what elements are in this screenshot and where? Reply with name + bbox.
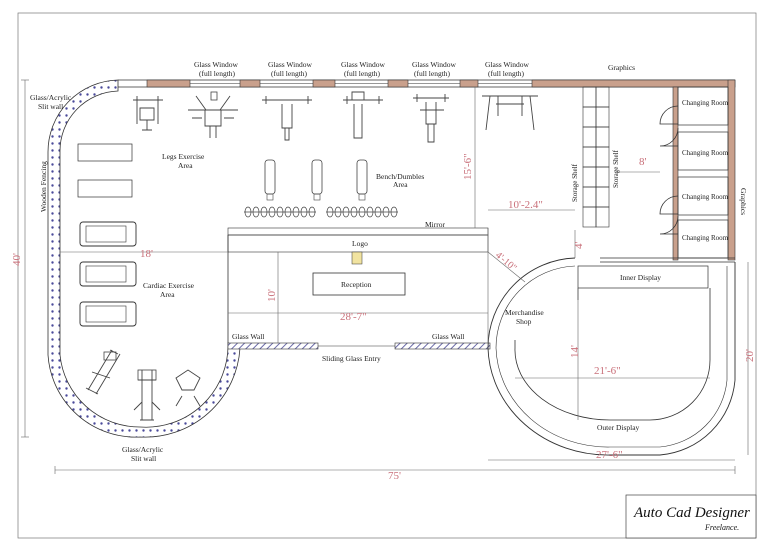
changing-room-label-3: Changing Room <box>682 193 729 201</box>
glass-wall-right <box>394 342 491 350</box>
graphics-label-top: Graphics <box>608 63 635 72</box>
glass-window-label-2: Glass Window <box>268 60 313 69</box>
glass-window-label-1: Glass Window <box>194 60 239 69</box>
logo-label: Logo <box>352 239 368 248</box>
brand-subtitle: Freelance. <box>704 523 739 532</box>
floor-mat-2 <box>77 179 133 198</box>
dim-reception-height: 10' <box>266 289 278 302</box>
graphics-label-right: Graphics <box>739 188 748 215</box>
brand-title: Auto Cad Designer <box>633 505 750 521</box>
sheet-border <box>17 12 757 539</box>
dim-shelf-width: 10'-2.4" <box>508 199 543 211</box>
glass-wall-label-left: Glass Wall <box>232 332 264 341</box>
outer-display-label: Outer Display <box>597 423 640 432</box>
legs-area-sub: Area <box>178 161 193 170</box>
mirror-band <box>227 227 489 236</box>
dim-diagonal: 4'-10" <box>493 250 519 274</box>
storage-shelves <box>582 86 610 228</box>
dim-width-total: 75' <box>388 470 401 482</box>
inner-display-label: Inner Display <box>620 273 661 282</box>
dim-changing-8: 8' <box>639 156 647 168</box>
dim-left-18: 18' <box>140 248 153 260</box>
glass-window-sub-3: (full length) <box>344 69 381 78</box>
glass-acrylic-label-bottom: Glass/Acrylic <box>122 445 164 454</box>
benches <box>264 159 368 201</box>
dim-shop-20: 20' <box>744 349 756 362</box>
dumbbell-racks <box>244 206 398 218</box>
glass-window-label-5: Glass Window <box>485 60 530 69</box>
cardio-machines <box>85 349 201 421</box>
glass-window-sub-1: (full length) <box>199 69 236 78</box>
cardiac-area-sub: Area <box>160 290 175 299</box>
glass-window-sub-4: (full length) <box>414 69 451 78</box>
storage-shelf-label-2: Storage Shelf <box>612 149 620 188</box>
glass-window-label-4: Glass Window <box>412 60 457 69</box>
glass-window-label-3: Glass Window <box>341 60 386 69</box>
sliding-entry-label: Sliding Glass Entry <box>322 354 381 363</box>
dim-outer-27: 27'-6" <box>596 449 623 461</box>
storage-shelf-label-1: Storage Shelf <box>571 163 579 202</box>
bench-area-label: Bench/Dumbles <box>376 172 424 181</box>
glass-window-sub-5: (full length) <box>488 69 525 78</box>
changing-rooms <box>659 86 729 259</box>
dim-bench-depth: 15'-6" <box>462 153 474 180</box>
merchandise-label: Merchandise <box>505 308 544 317</box>
legs-area-label: Legs Exercise <box>162 152 205 161</box>
reception-label: Reception <box>341 280 372 289</box>
glass-acrylic-label-top: Glass/Acrylic <box>30 93 72 102</box>
dim-reception-width: 28'-7" <box>340 311 367 323</box>
top-wall <box>118 79 736 88</box>
slit-wall-label-bottom: Slit wall <box>131 454 156 463</box>
glass-window-sub-2: (full length) <box>271 69 308 78</box>
glass-wall-label-right: Glass Wall <box>432 332 464 341</box>
dim-shelf-gap: 4' <box>573 242 585 250</box>
changing-room-label-2: Changing Room <box>682 149 729 157</box>
title-block <box>625 494 757 539</box>
reception-desk <box>312 272 406 296</box>
slit-wall-label-top: Slit wall <box>38 102 63 111</box>
changing-room-label-1: Changing Room <box>682 99 729 107</box>
leg-machines <box>133 91 238 138</box>
treadmills <box>79 221 137 327</box>
cardiac-area-label: Cardiac Exercise <box>143 281 195 290</box>
dim-shop-14: 14' <box>569 345 581 358</box>
dimension-lines <box>21 79 749 474</box>
wooden-fencing-label: Wooden Fencing <box>39 161 48 212</box>
floor-mat-1 <box>77 143 133 162</box>
merchandise-shop <box>487 257 736 456</box>
glass-wall-left <box>227 342 319 350</box>
dim-inner-21: 21'-6" <box>594 365 621 377</box>
changing-room-label-4: Changing Room <box>682 234 729 242</box>
bench-machines <box>262 91 538 143</box>
bench-area-sub: Area <box>393 180 408 189</box>
mirror-label: Mirror <box>425 220 445 229</box>
merchandise-sub: Shop <box>516 317 532 326</box>
reception-logo-sign <box>351 251 363 265</box>
dim-height-total: 40' <box>11 253 23 266</box>
